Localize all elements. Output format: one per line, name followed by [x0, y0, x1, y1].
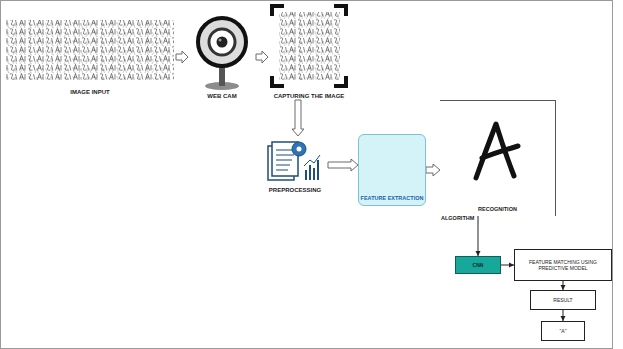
capture-frame — [272, 6, 346, 86]
webcam-icon — [219, 39, 222, 42]
preprocessing-icon — [297, 147, 302, 152]
connector-line — [501, 265, 514, 266]
node-label: WEB CAM — [207, 93, 236, 100]
webcam-icon — [198, 18, 246, 66]
flow-arrow — [561, 281, 566, 290]
recognition-panel: RECOGNITION — [440, 100, 556, 216]
handwritten-a — [476, 124, 518, 178]
process-box: FEATURE MATCHING USING PREDICTIVE MODEL — [514, 249, 612, 281]
webcam-stage: WEB CAM — [188, 14, 256, 100]
preprocessing-icon — [276, 150, 294, 170]
capture-stage: CAPTURING THE IMAGE — [268, 4, 350, 100]
input-stage: IMAGE INPUT — [4, 18, 176, 96]
webcam-icon — [198, 18, 246, 90]
preprocess-stage: PREPROCESSING — [262, 136, 328, 194]
handwritten-a — [482, 146, 518, 158]
connector-line — [563, 310, 564, 321]
flow-arrow — [501, 263, 514, 268]
handwriting-sample — [6, 20, 174, 80]
capture-frame — [279, 12, 340, 80]
block-arrow — [292, 100, 304, 136]
flow-arrow — [176, 51, 188, 63]
preprocessing-icon — [292, 142, 306, 156]
preprocessing-icon — [306, 160, 318, 180]
flow-arrow — [292, 100, 304, 136]
webcam-icon — [209, 29, 235, 55]
flow-arrow — [256, 51, 268, 63]
result-box: RESULT — [530, 290, 596, 310]
connector-line — [478, 216, 479, 256]
flow-arrow — [561, 310, 566, 321]
flow-arrow — [328, 159, 358, 171]
node-label: CAPTURING THE IMAGE — [274, 93, 345, 100]
flow-arrow — [426, 164, 440, 176]
stage-caption: ALGORITHM — [441, 215, 474, 222]
block-arrow — [256, 51, 268, 63]
block-arrow — [176, 51, 188, 63]
webcam-icon — [217, 37, 228, 48]
preprocessing-icon — [304, 155, 320, 166]
cnn-box: CNN — [455, 256, 501, 274]
node-label: FEATURE EXTRACTION — [361, 195, 424, 202]
node-label: IMAGE INPUT — [70, 89, 109, 96]
page-frame — [1, 1, 613, 349]
capture-frame — [279, 12, 340, 80]
node-label: CNN — [473, 262, 484, 269]
block-arrow — [328, 159, 358, 171]
node-label: FEATURE MATCHING USING PREDICTIVE MODEL — [517, 259, 609, 271]
output-box: "A" — [541, 321, 585, 341]
handwriting-sample — [6, 20, 174, 80]
connector-line — [563, 281, 564, 290]
node-label: "A" — [560, 328, 567, 334]
node-label: PREPROCESSING — [269, 187, 321, 194]
flow-arrow — [476, 216, 481, 256]
handwriting-sample — [6, 20, 174, 80]
preprocessing-icon — [268, 142, 320, 180]
node-label: RECOGNITION — [478, 206, 517, 213]
capture-frame — [272, 6, 346, 86]
node-label: RESULT — [553, 297, 572, 303]
block-arrow — [426, 164, 440, 176]
feature-box: FEATURE EXTRACTION — [358, 134, 426, 206]
